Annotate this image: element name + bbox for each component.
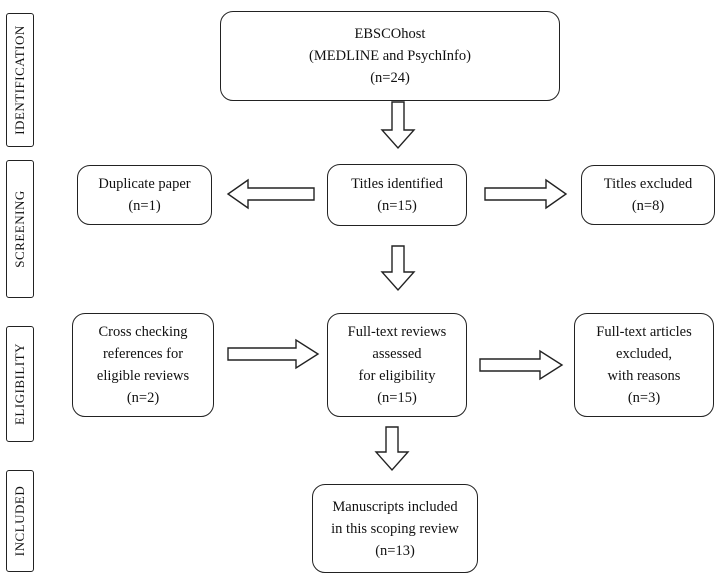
box-titles-identified: Titles identified (n=15): [327, 164, 467, 226]
box-fulltext-assessed: Full-text reviews assessed for eligibili…: [327, 313, 467, 417]
stage-label-eligibility: ELIGIBILITY: [6, 326, 34, 442]
stage-label-included: INCLUDED: [6, 470, 34, 572]
box-line: EBSCOhost: [354, 26, 426, 42]
box-cross-checking: Cross checking references for eligible r…: [72, 313, 214, 417]
box-line: (MEDLINE and PsychInfo): [309, 48, 471, 64]
box-line: (n=24): [370, 70, 410, 86]
box-source: EBSCOhost (MEDLINE and PsychInfo) (n=24): [220, 11, 560, 101]
arrow-right-titles-to-excluded: [484, 178, 568, 210]
box-line: Full-text reviews: [347, 324, 447, 340]
stage-label-identification: IDENTIFICATION: [6, 13, 34, 147]
box-line: excluded,: [616, 346, 672, 362]
arrow-left-titles-to-duplicate: [226, 178, 315, 210]
box-line: (n=1): [128, 198, 161, 214]
box-line: (n=2): [126, 390, 160, 406]
box-included: Manuscripts included in this scoping rev…: [312, 484, 478, 573]
box-line: (n=15): [377, 390, 417, 406]
box-line: Cross checking: [98, 324, 188, 340]
box-line: (n=8): [631, 198, 665, 214]
box-line: (n=13): [375, 542, 415, 559]
box-line: in this scoping review: [331, 520, 459, 537]
arrow-down-titles-to-fulltext: [380, 245, 416, 292]
box-line: with reasons: [607, 368, 681, 384]
box-titles-excluded: Titles excluded (n=8): [581, 165, 715, 225]
arrow-right-crosscheck-to-fulltext: [227, 338, 320, 370]
box-line: Titles identified: [351, 176, 443, 192]
arrow-right-fulltext-to-excluded: [479, 349, 564, 381]
box-line: eligible reviews: [96, 368, 190, 384]
box-line: Duplicate paper: [98, 176, 191, 192]
box-line: assessed: [372, 346, 422, 362]
box-line: references for: [102, 346, 184, 362]
box-duplicate: Duplicate paper (n=1): [77, 165, 212, 225]
box-line: (n=3): [627, 390, 661, 406]
box-line: Full-text articles: [596, 324, 692, 340]
box-line: Titles excluded: [603, 176, 693, 192]
box-line: (n=15): [377, 198, 417, 214]
box-line: for eligibility: [358, 368, 436, 384]
arrow-down-fulltext-to-included: [374, 426, 410, 472]
box-fulltext-excluded: Full-text articles excluded, with reason…: [574, 313, 714, 417]
arrow-down-source-to-titles: [380, 101, 416, 150]
stage-label-screening: SCREENING: [6, 160, 34, 298]
box-line: Manuscripts included: [332, 498, 458, 515]
